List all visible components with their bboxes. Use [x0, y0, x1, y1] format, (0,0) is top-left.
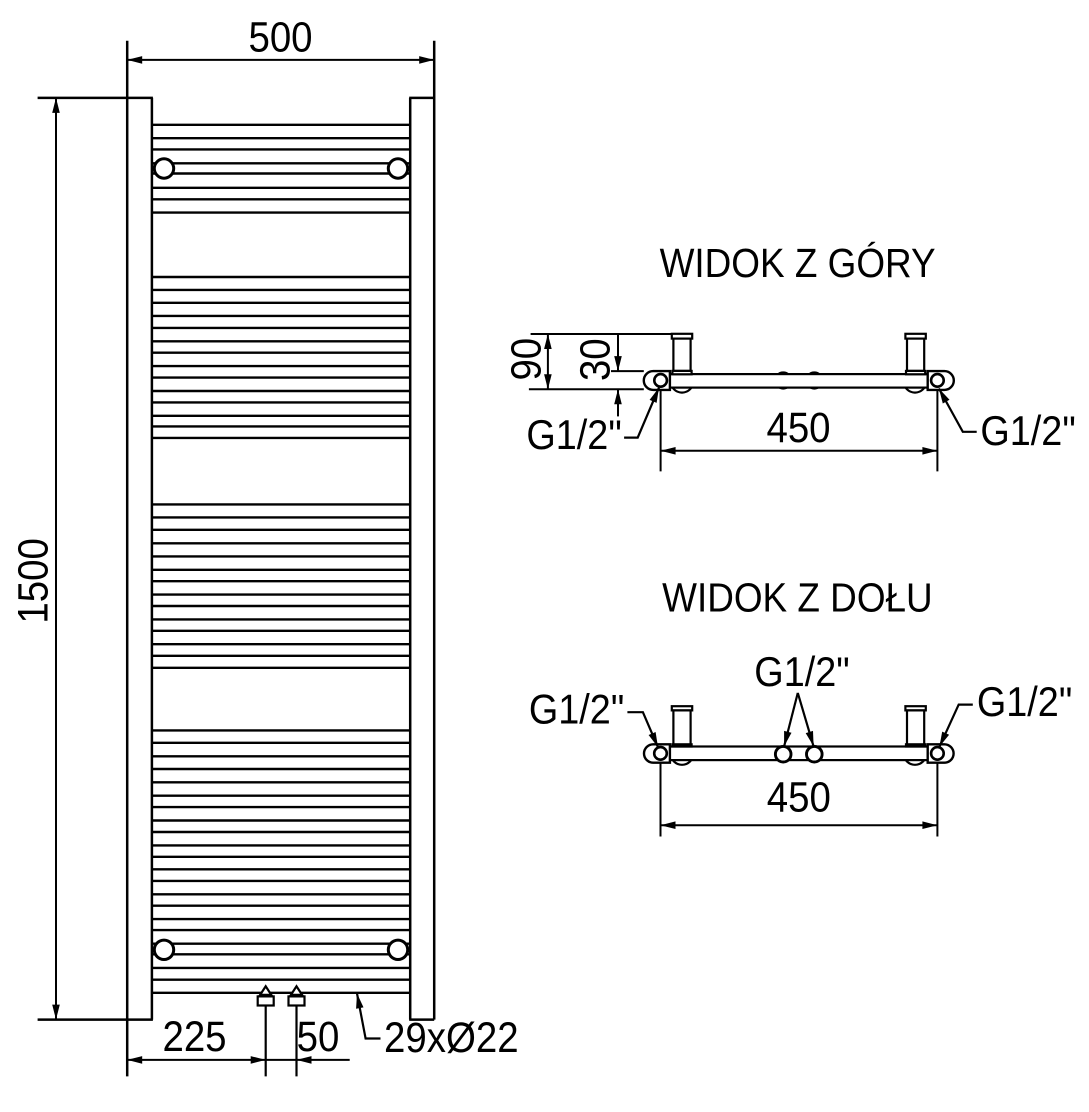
svg-text:G1/2": G1/2"	[980, 408, 1075, 454]
svg-text:1500: 1500	[9, 538, 57, 623]
svg-text:G1/2": G1/2"	[529, 687, 624, 733]
svg-text:90: 90	[502, 338, 550, 381]
svg-text:50: 50	[297, 1012, 340, 1060]
svg-text:G1/2": G1/2"	[526, 412, 621, 458]
svg-text:30: 30	[571, 338, 619, 381]
svg-text:G1/2": G1/2"	[754, 649, 849, 695]
svg-text:29xØ22: 29xØ22	[384, 1013, 519, 1061]
svg-text:500: 500	[248, 13, 312, 61]
svg-text:WIDOK Z DOŁU: WIDOK Z DOŁU	[662, 576, 933, 621]
svg-text:450: 450	[767, 773, 831, 821]
svg-text:225: 225	[162, 1012, 226, 1060]
svg-text:WIDOK Z GÓRY: WIDOK Z GÓRY	[660, 241, 936, 286]
svg-text:G1/2": G1/2"	[977, 679, 1072, 725]
svg-text:450: 450	[766, 403, 830, 451]
